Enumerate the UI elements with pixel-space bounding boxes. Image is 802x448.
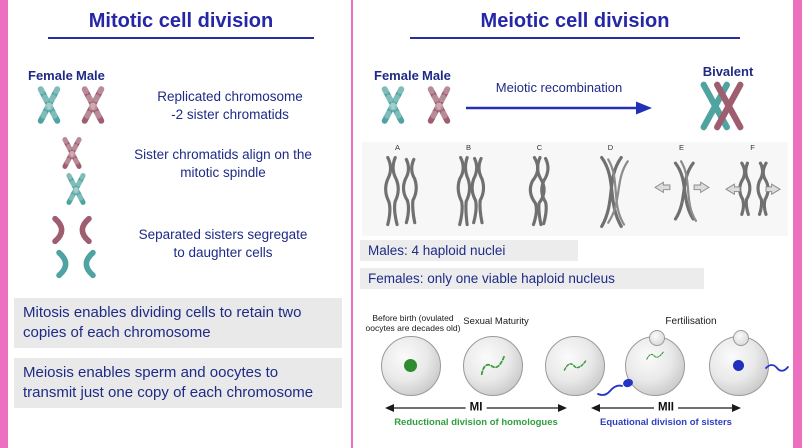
meiosis-note-box: Meiosis enables sperm and oocytes to tra… bbox=[14, 358, 342, 408]
stage-letter: C bbox=[536, 143, 543, 152]
stage-figure-icon bbox=[456, 155, 485, 226]
oocyte-circle-1 bbox=[381, 336, 441, 396]
oocyte-circle-2 bbox=[463, 336, 523, 396]
equational-caption: Equational division of sisters bbox=[600, 417, 732, 428]
right-pink-edge bbox=[793, 0, 802, 448]
align-spindle-text: Sister chromatids align on the mitotic s… bbox=[134, 147, 312, 180]
separated-female-sisters-icon bbox=[56, 249, 96, 279]
separated-male-sisters-icon bbox=[52, 215, 92, 245]
stage-figure-icon bbox=[599, 155, 629, 228]
stage-figure-icon bbox=[653, 159, 710, 222]
stage-letter: A bbox=[394, 143, 400, 152]
green-nucleus-dot bbox=[404, 359, 417, 372]
mi-arrow: MI bbox=[384, 401, 568, 414]
oocyte-circle-3 bbox=[545, 336, 605, 396]
bivalent-label: Bivalent bbox=[702, 64, 754, 79]
stage-cell-a: A bbox=[362, 142, 433, 236]
female-chromosome-icon bbox=[37, 86, 61, 124]
male-chromosome-icon bbox=[81, 86, 105, 124]
stage-cell-d: D bbox=[575, 142, 646, 236]
before-birth-label: Before birth (ovulated oocytes are decad… bbox=[365, 313, 461, 333]
oocyte-circle-5 bbox=[709, 330, 769, 396]
polar-body bbox=[649, 330, 665, 346]
mitotic-title: Mitotic cell division bbox=[48, 10, 314, 39]
male-chromosome-icon bbox=[427, 86, 451, 124]
fertilisation-label: Fertilisation bbox=[665, 316, 717, 327]
stage-cell-e: E bbox=[646, 142, 717, 236]
stage-cell-c: C bbox=[504, 142, 575, 236]
stage-figure-icon bbox=[383, 155, 418, 226]
female-chromosome-icon bbox=[381, 86, 405, 124]
stage-figure-icon bbox=[724, 161, 781, 216]
male-label: Male bbox=[76, 68, 105, 83]
female-label: Female bbox=[374, 68, 419, 83]
oocyte-circle-4 bbox=[625, 330, 685, 396]
stage-letter: B bbox=[465, 143, 471, 152]
stage-cell-b: B bbox=[433, 142, 504, 236]
mii-arrow: MII bbox=[590, 401, 742, 414]
stage-letter: E bbox=[678, 143, 684, 152]
dashed-chromosomes-icon bbox=[646, 351, 664, 360]
meiosis-stage-strip: A B C bbox=[362, 142, 788, 236]
mi-label: MI bbox=[465, 401, 487, 414]
dashed-chromosomes-icon bbox=[480, 355, 505, 376]
panel-divider bbox=[351, 0, 353, 448]
stage-cell-f: F bbox=[717, 142, 788, 236]
mitotic-panel: Mitotic cell division Female Male Replic… bbox=[12, 0, 350, 448]
blue-pronucleus-dot bbox=[733, 360, 744, 371]
sperm-icon bbox=[597, 378, 633, 396]
sperm-tail-icon bbox=[765, 364, 789, 372]
female-label: Female bbox=[28, 68, 73, 83]
stage-figure-icon bbox=[528, 155, 550, 226]
meiotic-title: Meiotic cell division bbox=[410, 10, 740, 39]
aligned-female-chromosome-icon bbox=[66, 173, 86, 205]
recombination-arrow-icon bbox=[466, 101, 652, 115]
aligned-male-chromosome-icon bbox=[62, 137, 82, 169]
stage-letter: D bbox=[607, 143, 614, 152]
mitosis-note-box: Mitosis enables dividing cells to retain… bbox=[14, 298, 342, 348]
females-box: Females: only one viable haploid nucleus bbox=[360, 268, 704, 289]
recombination-label: Meiotic recombination bbox=[495, 80, 623, 95]
replicated-chromosome-text: Replicated chromosome -2 sister chromati… bbox=[157, 89, 303, 122]
bivalent-icon bbox=[700, 81, 744, 131]
stage-letter: F bbox=[750, 143, 755, 152]
dashed-chromosomes-icon bbox=[563, 360, 587, 371]
meiotic-panel: Meiotic cell division Female Male Meioti… bbox=[360, 0, 790, 448]
males-box: Males: 4 haploid nuclei bbox=[360, 240, 578, 261]
segregate-text: Separated sisters segregate to daughter … bbox=[138, 227, 308, 260]
mii-label: MII bbox=[654, 401, 678, 414]
left-pink-edge bbox=[0, 0, 8, 448]
sexual-maturity-label: Sexual Maturity bbox=[463, 316, 529, 327]
male-label: Male bbox=[422, 68, 451, 83]
polar-body bbox=[733, 330, 749, 346]
reductional-caption: Reductional division of homologues bbox=[394, 417, 558, 428]
